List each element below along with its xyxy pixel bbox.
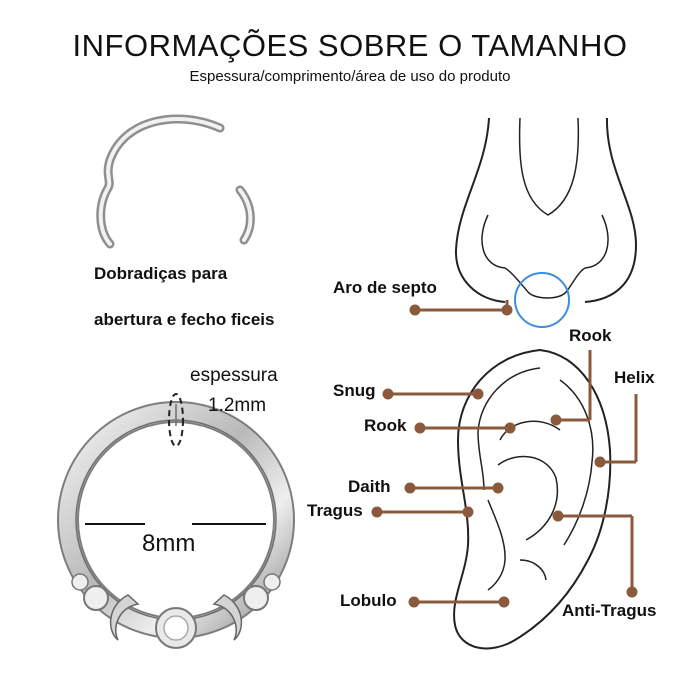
label-anti-tragus: Anti-Tragus <box>562 601 657 620</box>
label-snug: Snug <box>333 381 376 400</box>
label-rook: Rook <box>364 416 407 435</box>
pointer-lines <box>371 300 638 608</box>
label-rook-top: Rook <box>569 326 612 345</box>
page-subtitle: Espessura/comprimento/área de uso do pro… <box>189 68 511 85</box>
nose-diagram <box>454 117 638 303</box>
hinge-note-line1: Dobradiças para <box>94 264 228 283</box>
label-tragus: Tragus <box>307 501 363 520</box>
label-septum: Aro de septo <box>333 278 437 297</box>
hinge-note-line2: abertura e fecho ficeis <box>94 310 275 329</box>
thickness-value: 1.2mm <box>208 395 267 416</box>
ear-diagram <box>453 348 612 650</box>
diameter-value: 8mm <box>142 530 196 557</box>
septum-ring-mark <box>514 272 570 328</box>
jewel-cluster <box>71 573 281 649</box>
thickness-label: espessura <box>190 365 278 386</box>
ring-product-image <box>57 393 295 649</box>
page-title: INFORMAÇÕES SOBRE O TAMANHO <box>72 28 628 63</box>
open-hinge-ring-image <box>96 114 255 249</box>
label-daith: Daith <box>348 477 391 496</box>
label-lobulo: Lobulo <box>340 591 397 610</box>
label-helix: Helix <box>614 368 655 387</box>
